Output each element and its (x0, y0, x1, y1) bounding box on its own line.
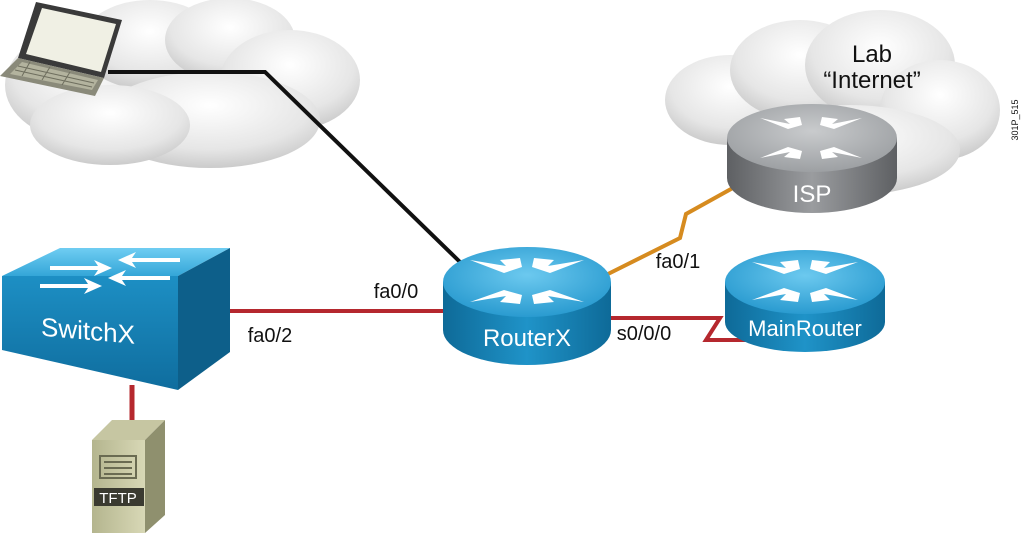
fa0-1-label: fa0/1 (656, 251, 700, 273)
links (108, 70, 750, 425)
laptop-icon (0, 2, 122, 96)
router-arrows-icon (752, 260, 858, 302)
router-arrows-icon (760, 117, 862, 159)
switch-arrows-icon (40, 252, 180, 294)
fa0-0-label: fa0/0 (374, 281, 418, 303)
lab-internet-line1: Lab (852, 41, 892, 68)
figure-id: 301P_515 (1010, 99, 1020, 140)
routerx: RouterX (443, 247, 611, 365)
link-laptop-routerx (108, 70, 462, 264)
isp-label: ISP (793, 181, 832, 208)
lab-internet-cloud (665, 10, 1000, 195)
tftp-server: TFTP (92, 420, 165, 533)
s0-0-0-label: s0/0/0 (617, 323, 671, 345)
fa0-2-label: fa0/2 (248, 325, 292, 347)
tftp-label: TFTP (99, 490, 137, 507)
server-icon (99, 455, 137, 479)
link-routerx-isp-serial (607, 182, 741, 276)
mainrouter-label: MainRouter (748, 316, 862, 341)
lab-internet-label: Lab “Internet” (823, 41, 920, 94)
link-routerx-mainrouter-serial (605, 316, 750, 342)
lab-internet-line2: “Internet” (823, 67, 920, 94)
routerx-label: RouterX (483, 325, 571, 352)
switchx: SwitchX (2, 248, 230, 390)
mainrouter: MainRouter (725, 250, 885, 352)
isp-router: ISP (727, 104, 897, 213)
router-arrows-icon (470, 258, 584, 304)
